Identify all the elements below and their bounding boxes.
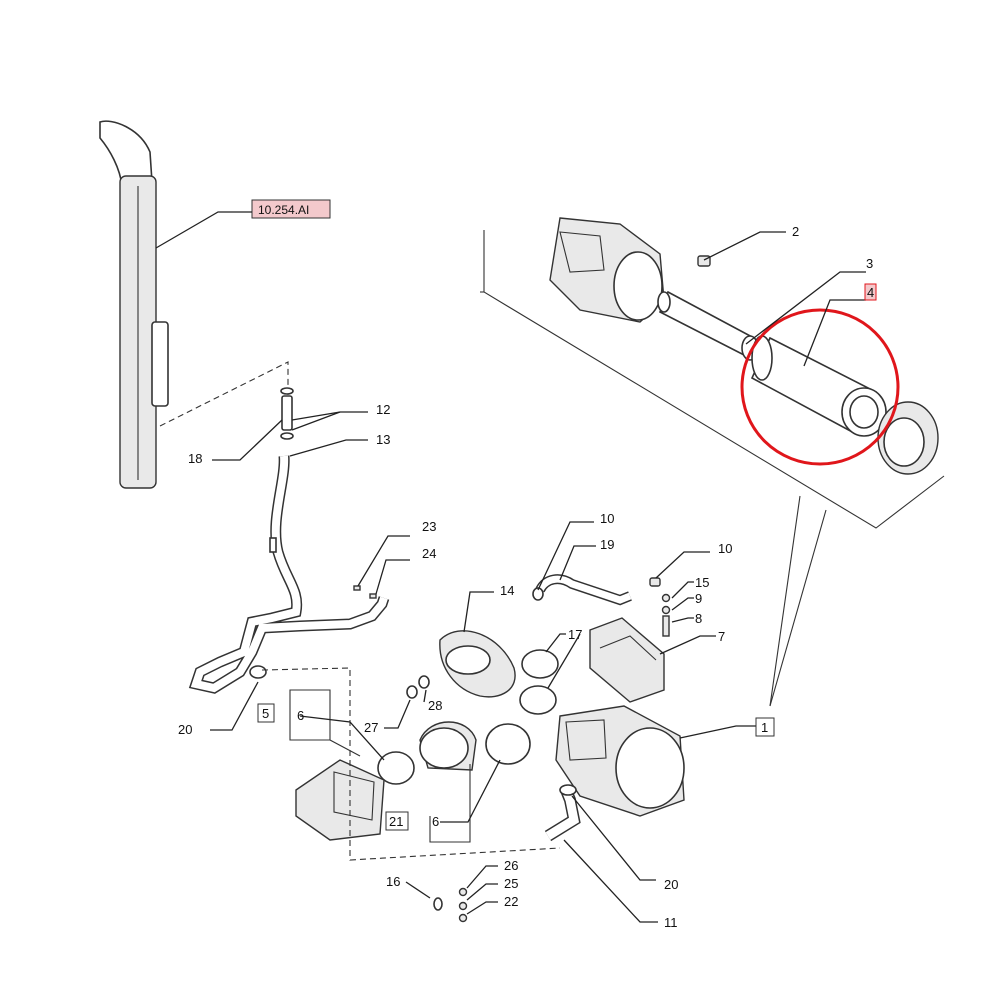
- callout-7[interactable]: 7: [718, 629, 725, 644]
- callout-24[interactable]: 24: [422, 546, 436, 561]
- callout-10-upper[interactable]: 10: [600, 511, 614, 526]
- air-cleaner-housing-inset: [549, 217, 665, 323]
- callout-20-right[interactable]: 20: [664, 877, 678, 892]
- clamp-6-left: [377, 751, 415, 785]
- callout-4[interactable]: 4: [867, 285, 874, 300]
- callout-3[interactable]: 3: [866, 256, 873, 271]
- inner-filter-element-3: [657, 290, 759, 361]
- callout-5[interactable]: 5: [262, 706, 269, 721]
- callout-14[interactable]: 14: [500, 583, 514, 598]
- callout-27[interactable]: 27: [364, 720, 378, 735]
- callout-25[interactable]: 25: [504, 876, 518, 891]
- callout-8[interactable]: 8: [695, 611, 702, 626]
- outer-filter-element-4: [750, 335, 887, 437]
- callout-21[interactable]: 21: [389, 814, 403, 829]
- callout-13[interactable]: 13: [376, 432, 390, 447]
- callout-23[interactable]: 23: [422, 519, 436, 534]
- callout-26[interactable]: 26: [504, 858, 518, 873]
- callout-22[interactable]: 22: [504, 894, 518, 909]
- reference-label: 10.254.AI: [258, 203, 309, 217]
- callout-9[interactable]: 9: [695, 591, 702, 606]
- elbow-hose: [419, 721, 477, 771]
- highlight-circle: [740, 308, 900, 466]
- callout-12[interactable]: 12: [376, 402, 390, 417]
- end-cap-inset: [877, 401, 939, 475]
- callout-6-upper[interactable]: 6: [297, 708, 304, 723]
- reference-link-10-254-ai[interactable]: 10.254.AI: [251, 199, 331, 219]
- callout-18[interactable]: 18: [188, 451, 202, 466]
- callout-20-left[interactable]: 20: [178, 722, 192, 737]
- clamp-6-right: [485, 723, 531, 765]
- callout-19[interactable]: 19: [600, 537, 614, 552]
- callout-28[interactable]: 28: [428, 698, 442, 713]
- bracket-7: [589, 617, 665, 703]
- callout-11[interactable]: 11: [664, 915, 678, 930]
- callout-17[interactable]: 17: [568, 627, 582, 642]
- exhaust-stack: [99, 120, 169, 489]
- callout-15[interactable]: 15: [695, 575, 709, 590]
- screw-23: [353, 585, 377, 599]
- precleaner-5: [295, 759, 385, 841]
- callout-1[interactable]: 1: [761, 720, 768, 735]
- callout-16[interactable]: 16: [386, 874, 400, 889]
- callout-10-right[interactable]: 10: [718, 541, 732, 556]
- tube-fitting-18: [280, 387, 294, 440]
- callout-2[interactable]: 2: [792, 224, 799, 239]
- precleaner-14: [439, 630, 516, 698]
- callout-6-lower[interactable]: 6: [432, 814, 439, 829]
- air-cleaner-housing-1: [555, 705, 685, 817]
